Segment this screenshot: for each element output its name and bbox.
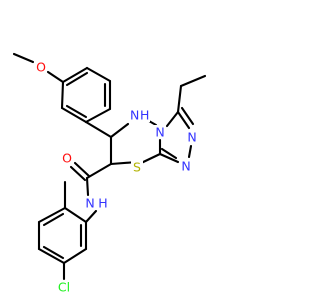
label-bg xyxy=(131,160,143,174)
molecule-diagram: O N H N N N S O N H Cl xyxy=(0,0,300,300)
bond-n-c3 xyxy=(165,110,180,128)
bond-n-n xyxy=(187,144,193,159)
atom-label-n-2: N xyxy=(187,130,196,145)
atom-label-cl: Cl xyxy=(58,280,70,295)
atom-labels: O N H N N N S O N H Cl xyxy=(35,60,198,295)
label-bg xyxy=(186,130,198,144)
bond-c3-ethyl xyxy=(176,84,183,114)
bond-ring1-inner xyxy=(65,104,88,119)
label-bg xyxy=(35,60,47,74)
atom-label-n-1: N xyxy=(181,159,190,174)
bond-ring1 xyxy=(61,66,89,84)
bond-ring2-inner xyxy=(42,245,65,260)
label-bg xyxy=(154,125,166,139)
bond-ring1 xyxy=(85,66,112,83)
bond-o-aryl xyxy=(46,70,65,84)
bond-carbonyl-o xyxy=(73,161,91,178)
atom-label-o-methoxy: O xyxy=(36,60,46,75)
label-bg xyxy=(55,280,73,294)
bonds xyxy=(12,52,207,281)
structure-svg: O N H N N N S O N H Cl xyxy=(0,0,300,300)
atom-label-h-5: H xyxy=(140,108,149,123)
atom-label-n-5: N xyxy=(130,108,139,123)
label-bg xyxy=(61,151,73,165)
label-bg xyxy=(128,108,150,122)
bond-c3-n-double xyxy=(180,106,195,126)
atom-label-s: S xyxy=(133,160,141,175)
atom-label-o-carbonyl: O xyxy=(62,151,72,166)
bond-methyl-o xyxy=(12,52,35,64)
bond-ring2-inner xyxy=(42,212,65,227)
bond-n-aryl xyxy=(84,209,98,224)
bond-ring1 xyxy=(60,80,65,110)
bond-n-c-double xyxy=(160,147,178,160)
atom-label-n-4: N xyxy=(155,125,164,140)
bond-ring1-inner xyxy=(65,71,89,87)
atom-label-n-amide: N xyxy=(85,196,94,211)
label-bg xyxy=(86,196,110,210)
bond-n-c xyxy=(158,152,180,164)
bond-ring2 xyxy=(63,206,88,224)
bond-carbonyl-o-double xyxy=(69,165,87,182)
bond-ring2 xyxy=(37,247,66,265)
bond-ring2 xyxy=(37,206,67,224)
bond-ring1 xyxy=(60,106,88,124)
bond-ethyl xyxy=(179,74,207,88)
label-bg xyxy=(180,159,192,173)
bond-aryl-c6 xyxy=(84,120,113,139)
bond-c7-carbonyl xyxy=(85,162,113,180)
bond-carbonyl-n xyxy=(85,176,90,197)
background xyxy=(0,0,300,300)
bond-c3-n xyxy=(176,110,191,130)
bond-c6-nh xyxy=(109,122,130,139)
bond-ring2 xyxy=(62,247,88,265)
bond-ring1 xyxy=(84,107,112,124)
atom-label-h-amide: H xyxy=(98,196,107,211)
